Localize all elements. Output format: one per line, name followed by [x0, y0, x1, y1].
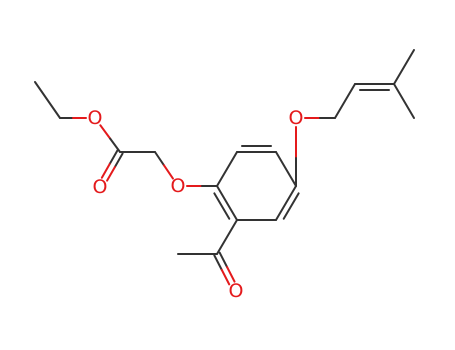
bond-Cco-Ocarb-2-b — [106, 166, 116, 182]
bond-Cac-Oac-a — [218, 251, 229, 269]
bond-Cpc-Cpe — [393, 83, 415, 119]
atom-O_ester_single: O — [88, 107, 103, 129]
bond-C4-C5-2 — [282, 192, 300, 220]
bonds — [34, 49, 415, 286]
bond-C6-Cac — [216, 219, 238, 255]
atom-O_prenyl_ether: O — [289, 107, 304, 129]
bond-Cco-Ocarb-2-a — [113, 152, 124, 169]
atom-O_acetyl: O — [229, 280, 244, 302]
bond-C1-C2 — [216, 151, 238, 187]
bond-Cco-Ocarb-a — [108, 149, 119, 166]
bond-Cme-Cch2 — [34, 81, 61, 119]
bond-Cpa-Cpb — [334, 83, 356, 119]
bond-Oes-Cco-b — [109, 137, 121, 153]
bond-Oes-Cco-a — [99, 124, 112, 140]
bond-Cal-Oar-b — [162, 164, 174, 180]
bond-C6-C1-2 — [213, 192, 231, 220]
atom-O_ester_carbonyl: O — [93, 176, 108, 198]
bond-C3-C4 — [275, 151, 297, 187]
bond-Cac-Oac-b — [226, 266, 236, 283]
bond-Cal-Oar-a — [154, 151, 165, 167]
bond-Cac-Oac-2-a — [213, 254, 223, 271]
bond-C6-C1 — [216, 185, 238, 221]
atom-labels: O O O O O — [88, 107, 304, 302]
bond-Cco-Ocarb-b — [100, 163, 111, 179]
bond-C4-C5 — [275, 185, 297, 221]
bond-Cpc-Cpd — [393, 49, 415, 85]
atom-O_aryl_ether: O — [171, 175, 186, 197]
bond-Cac-Oac-2-b — [220, 268, 231, 286]
